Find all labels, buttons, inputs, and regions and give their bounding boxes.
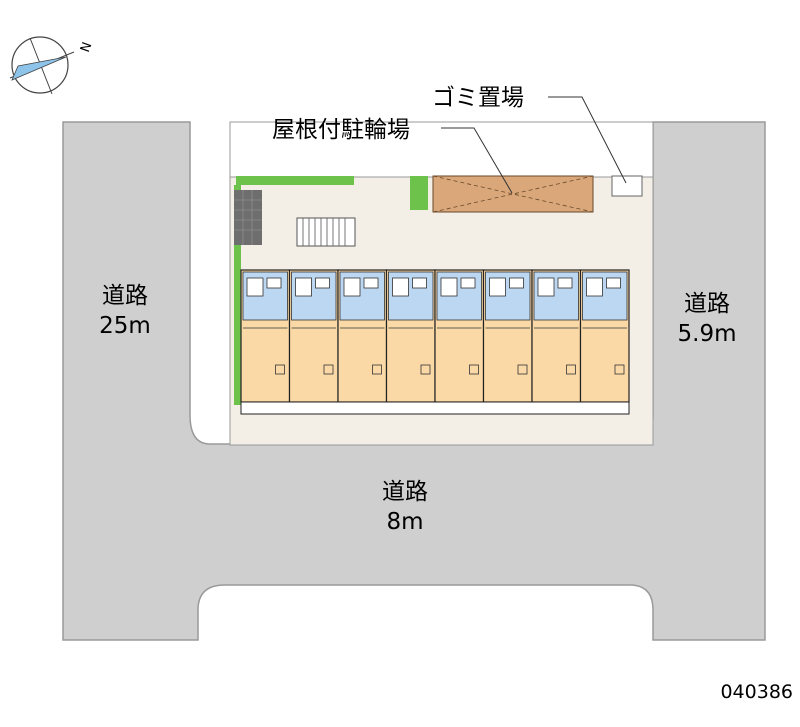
garbage-leader-line xyxy=(548,96,627,184)
unit-toilet xyxy=(266,277,282,289)
garbage-area xyxy=(611,175,643,197)
west-road-width: 25m xyxy=(99,313,151,339)
garbage-area-label: ゴミ置場 xyxy=(432,85,524,111)
greenery-patch xyxy=(410,176,428,210)
unit-closet xyxy=(566,364,576,375)
unit-toilet xyxy=(557,277,573,289)
unit-closet xyxy=(323,364,334,375)
balcony-strip xyxy=(240,401,630,415)
unit-closet xyxy=(420,364,431,375)
unit-closet xyxy=(372,364,382,375)
unit-toilet xyxy=(509,277,524,289)
east-road-width: 5.9m xyxy=(678,321,737,347)
tile-paving xyxy=(234,190,262,245)
entrance-stairs xyxy=(296,217,356,247)
unit-bath xyxy=(489,277,506,297)
unit-closet xyxy=(469,364,479,375)
unit-bath xyxy=(440,277,458,297)
bicycle-parking-label: 屋根付駐輪場 xyxy=(272,117,410,143)
north-arrow-icon xyxy=(9,36,75,95)
greenery-strip-left xyxy=(234,185,241,405)
south-road-width: 8m xyxy=(386,509,423,535)
unit-closet xyxy=(275,364,285,375)
unit-toilet xyxy=(315,277,330,289)
east-road-name: 道路 xyxy=(684,291,730,317)
west-road-name: 道路 xyxy=(102,283,148,309)
unit-bath xyxy=(246,277,264,297)
unit-bath xyxy=(586,277,603,297)
unit-bath xyxy=(392,277,409,297)
compass-north-letter: N xyxy=(78,40,95,54)
unit-closet xyxy=(614,364,625,375)
unit-toilet xyxy=(606,277,621,289)
south-road-name: 道路 xyxy=(382,479,428,505)
unit-bath xyxy=(343,277,361,297)
unit-toilet xyxy=(460,277,476,289)
unit-bath xyxy=(537,277,555,297)
road-area xyxy=(62,121,766,641)
apartment-building xyxy=(240,269,630,415)
bicycle-leader-line xyxy=(441,127,513,194)
property-code: 040386 xyxy=(720,681,793,703)
unit-toilet xyxy=(412,277,427,289)
unit-closet xyxy=(517,364,528,375)
greenery-strip-top xyxy=(236,176,354,185)
unit-toilet xyxy=(363,277,379,289)
unit-bath xyxy=(295,277,312,297)
